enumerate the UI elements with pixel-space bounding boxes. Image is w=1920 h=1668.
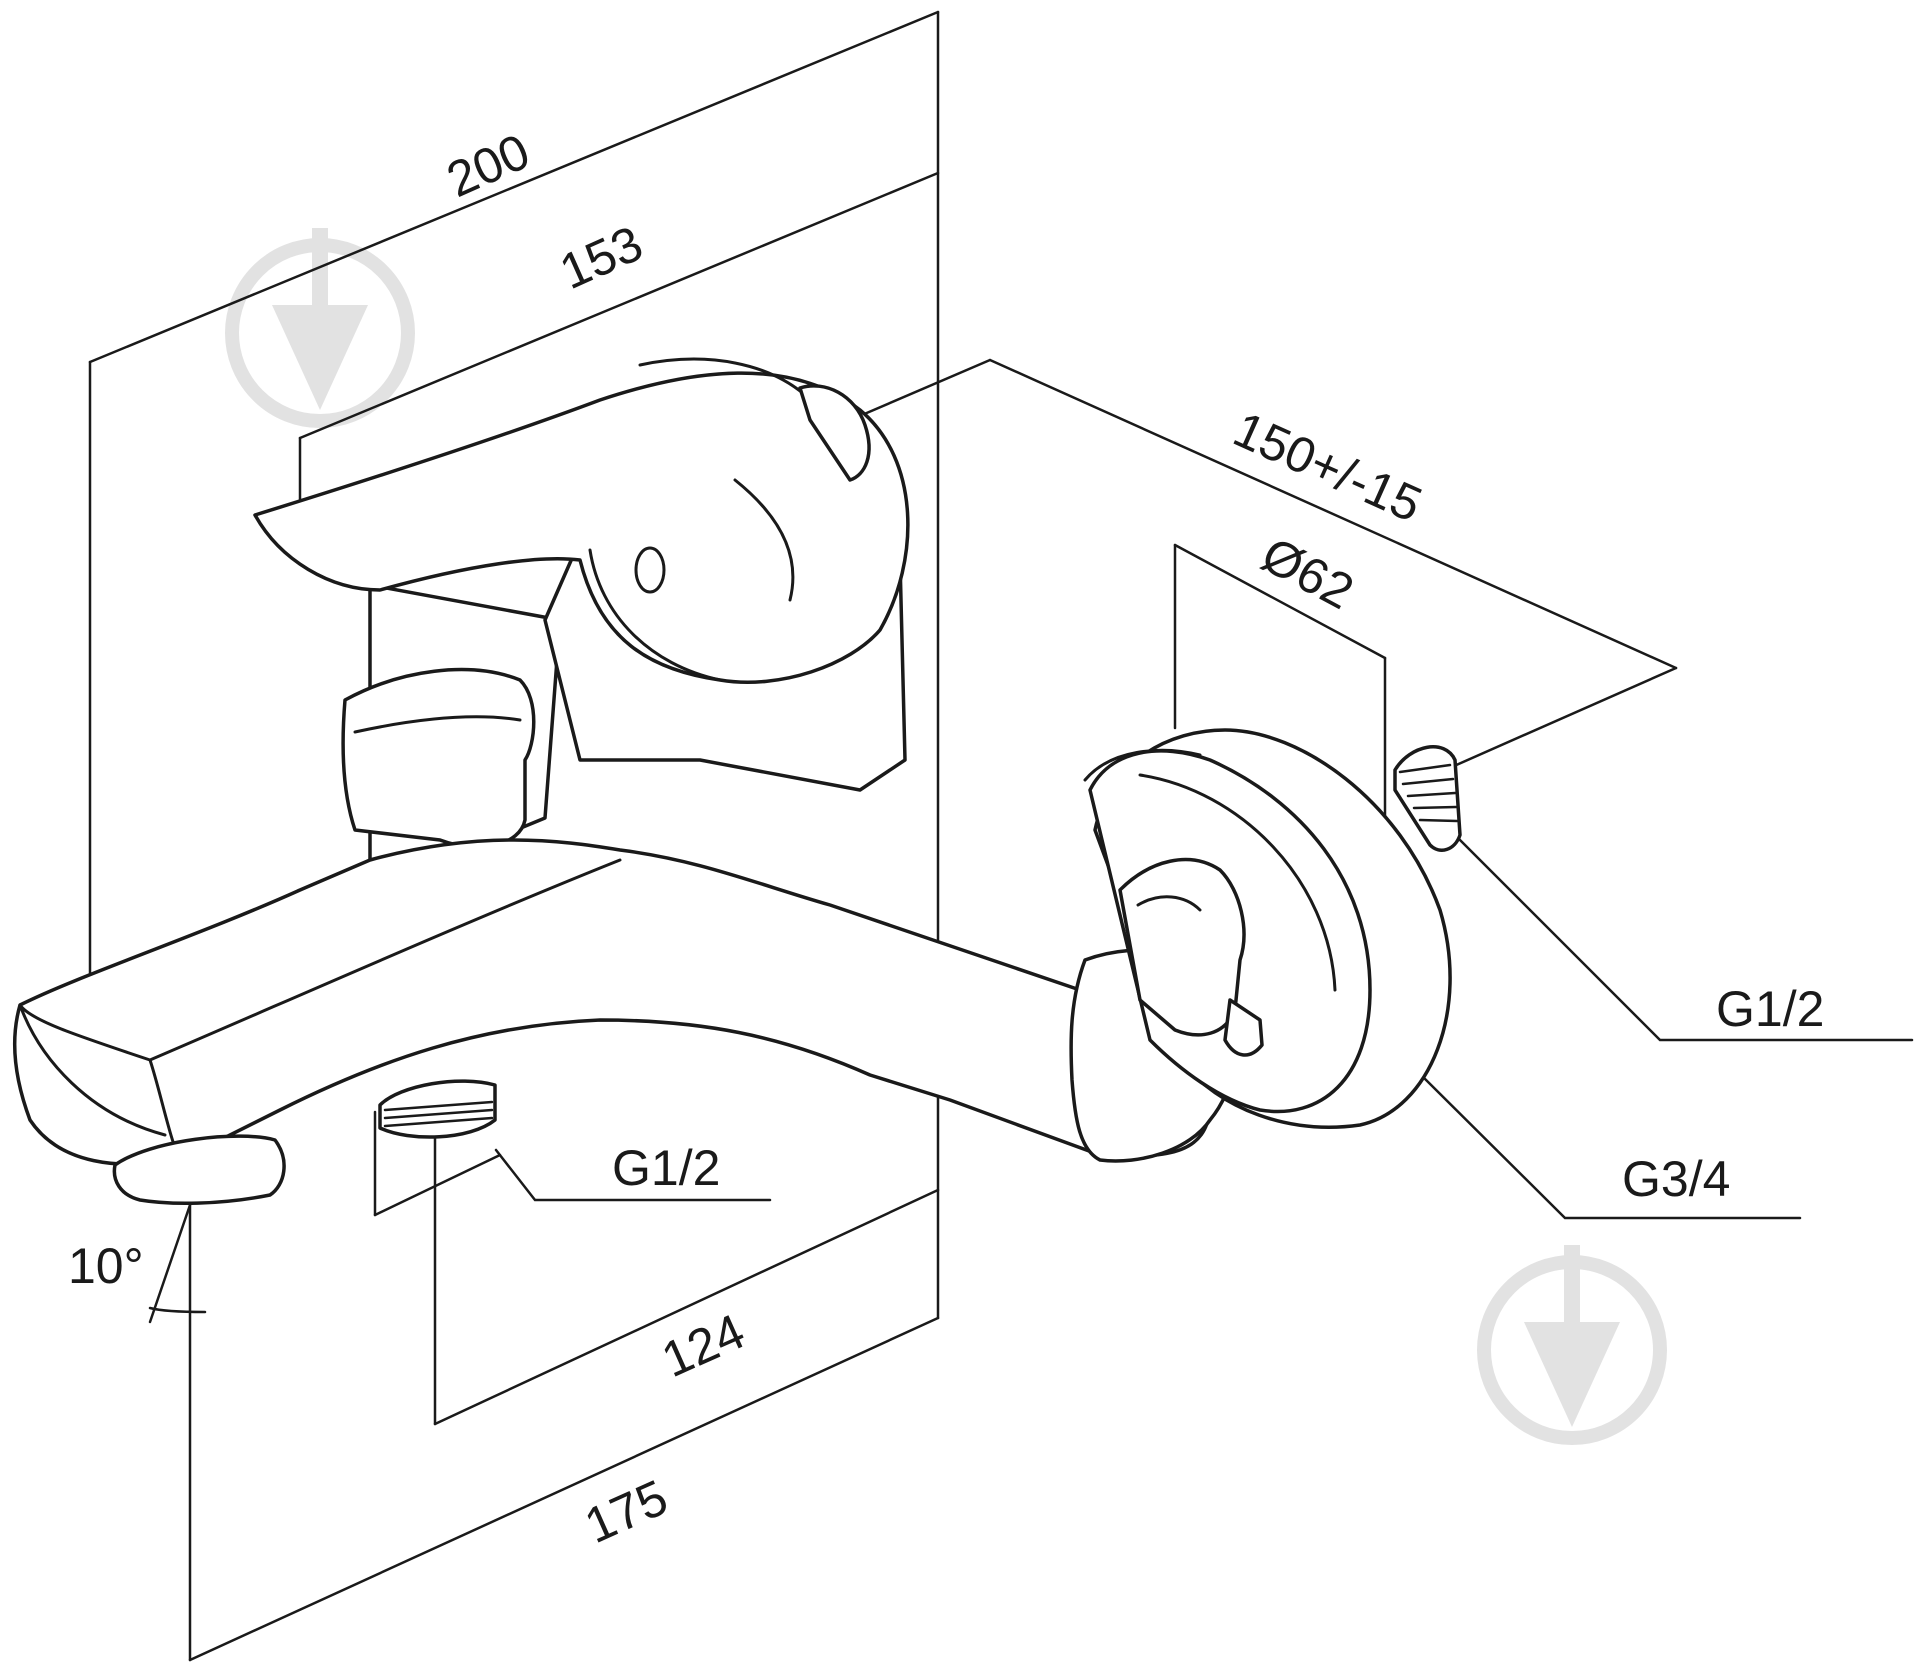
dimension-lines <box>88 10 1914 1662</box>
watermark-logo-icon <box>1477 1245 1667 1445</box>
dim-spout-angle: 10° <box>68 1238 144 1294</box>
eccentric-connector <box>1083 728 1462 1129</box>
mixer-body <box>13 357 1238 1206</box>
dim-eccentric-connection: G3/4 <box>1622 1151 1730 1207</box>
dim-width-handle: 153 <box>552 215 651 300</box>
watermark-logo-icon <box>225 228 415 428</box>
dim-wall-connection: G1/2 <box>1716 981 1824 1037</box>
dim-flange-diameter: Ø62 <box>1253 526 1363 620</box>
dim-projection: 150+/-15 <box>1226 401 1430 533</box>
dim-outlet-connection: G1/2 <box>612 1140 720 1196</box>
dim-width-total: 200 <box>439 123 538 208</box>
dim-spout-length: 175 <box>577 1469 676 1554</box>
